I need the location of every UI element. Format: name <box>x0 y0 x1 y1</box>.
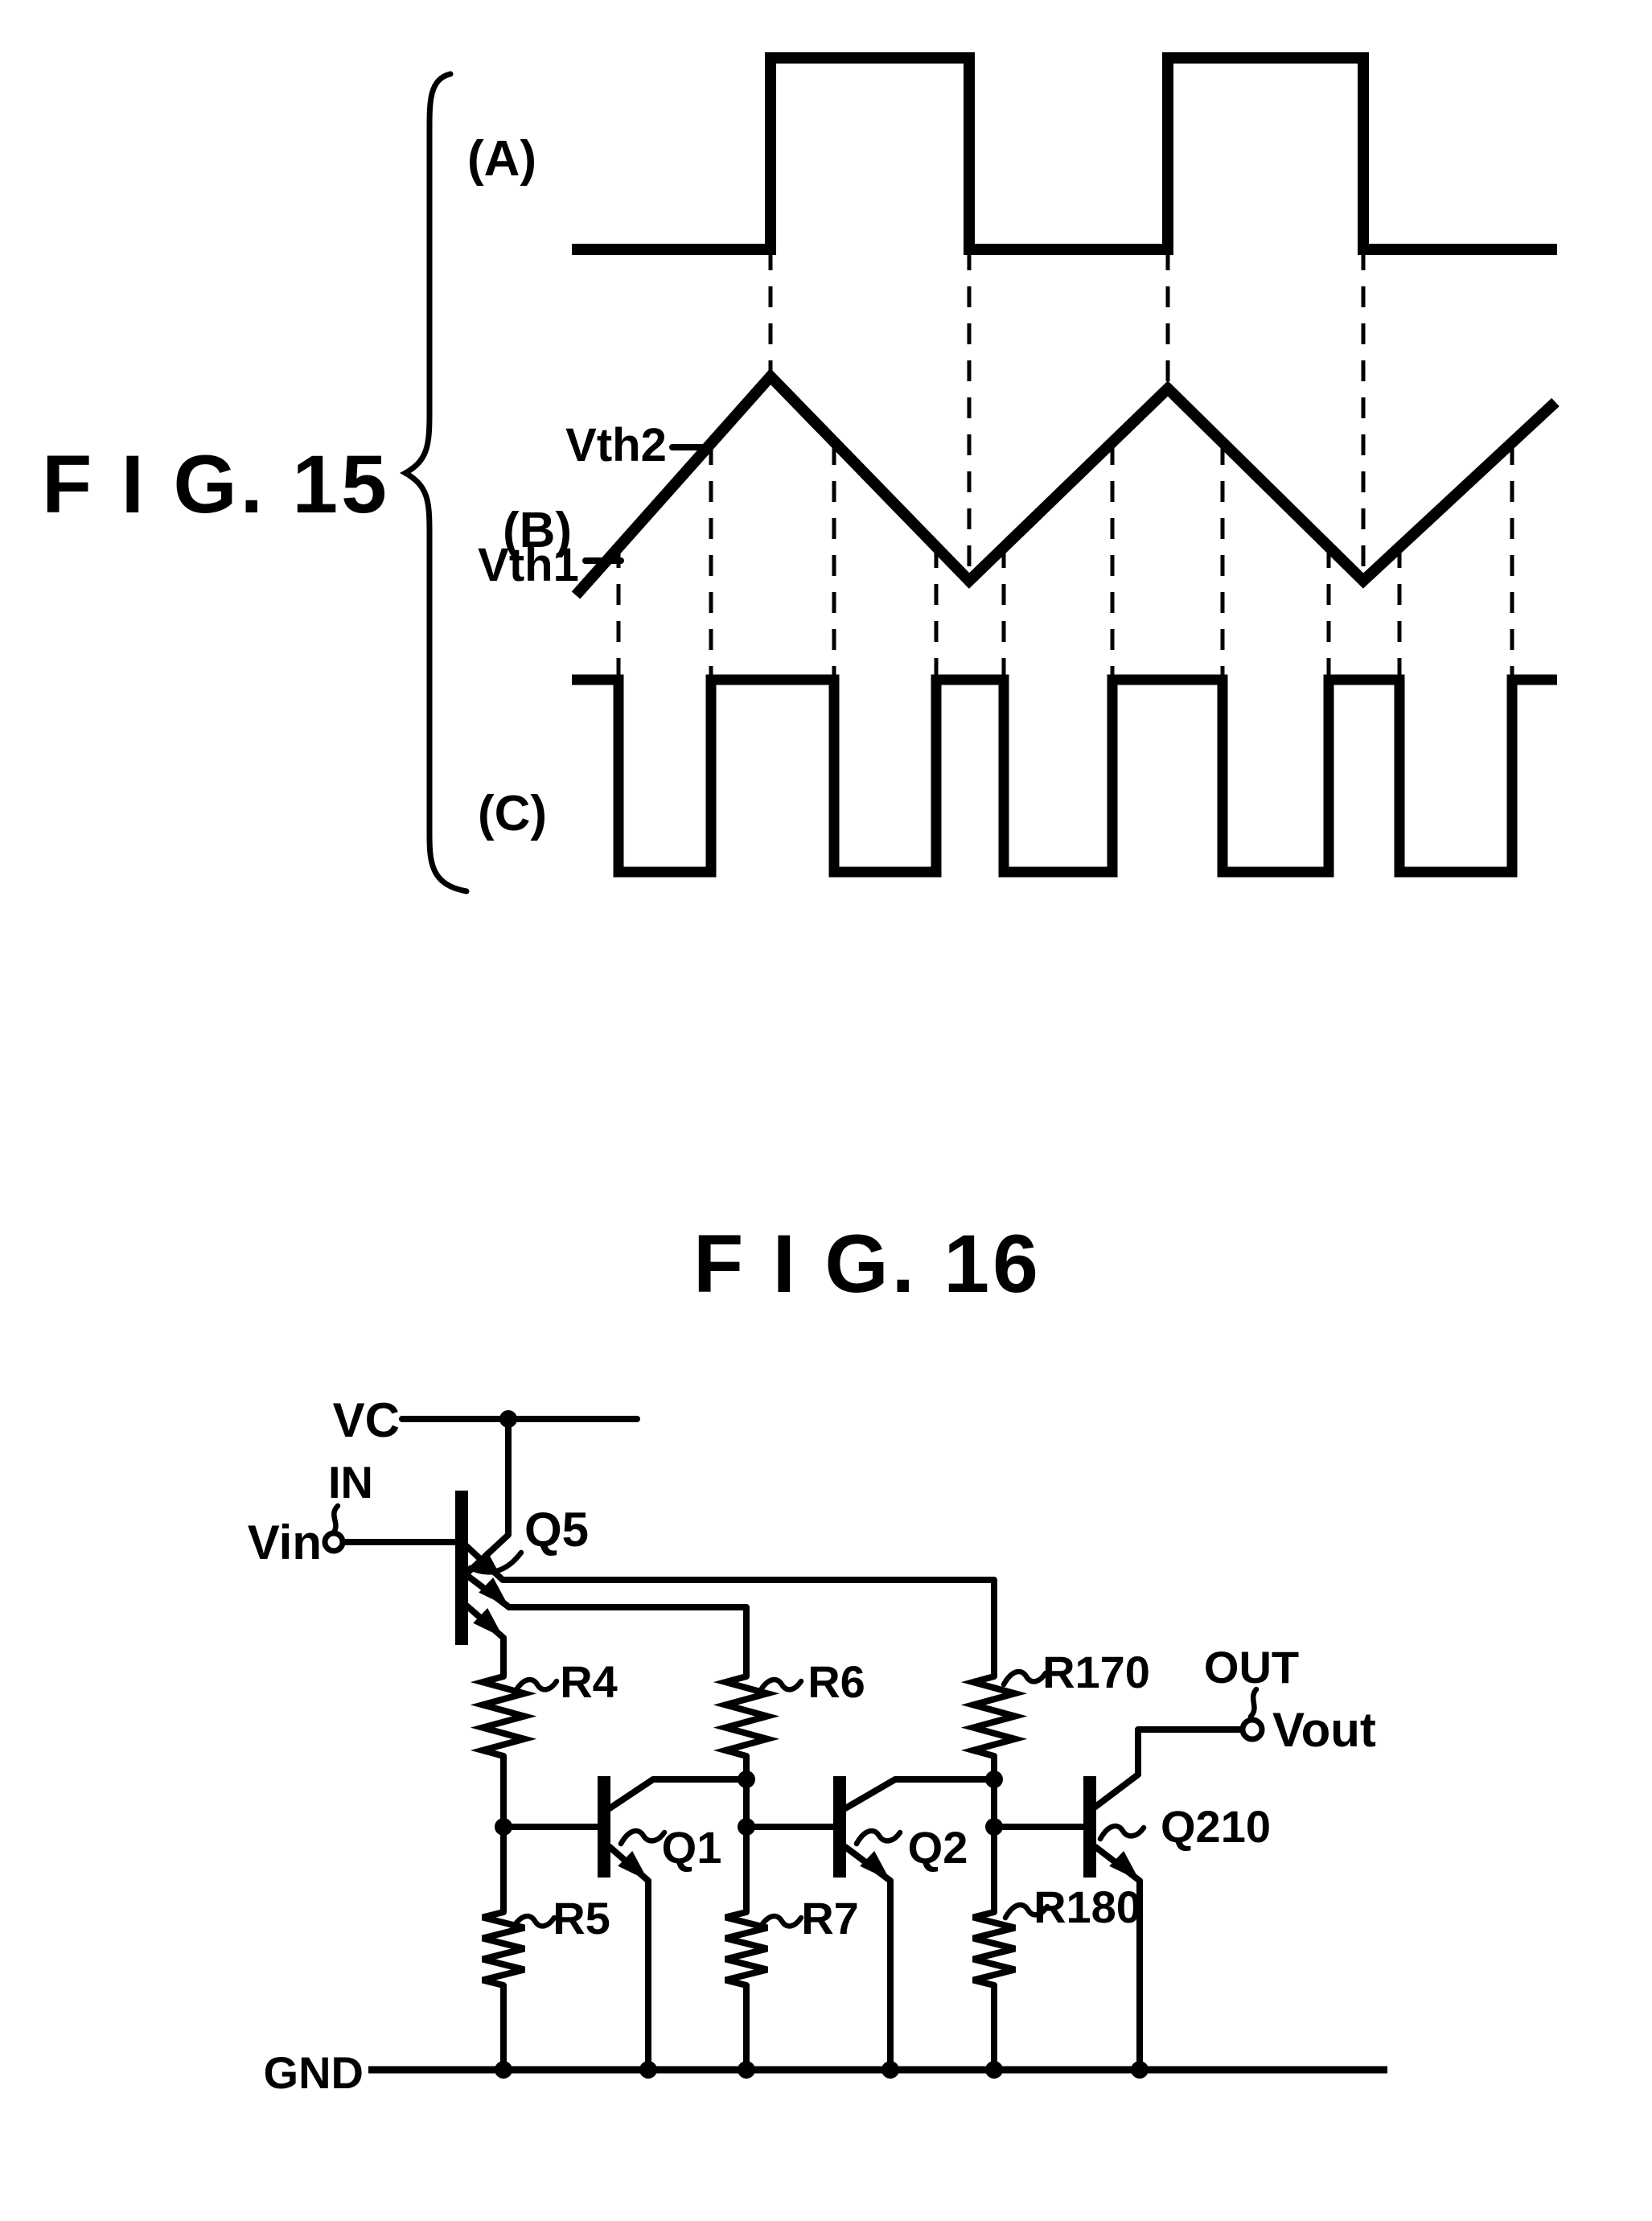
r180-leader-squiggle <box>1002 1902 1050 1921</box>
vin-label: Vin <box>248 1516 322 1569</box>
r7-label: R7 <box>801 1893 859 1943</box>
gnd-label: GND <box>264 2047 364 2098</box>
vth2-label: Vth2 <box>565 419 667 471</box>
junction-dot <box>738 2061 755 2079</box>
q1-label: Q1 <box>662 1822 722 1873</box>
q2-label: Q2 <box>908 1822 968 1873</box>
resistor-r5 <box>482 1909 525 1989</box>
emitter-arrowhead <box>479 1577 509 1607</box>
vout-terminal-circle <box>1239 1717 1265 1742</box>
resistor-r170 <box>960 1673 1028 1759</box>
q1-leader-squiggle <box>618 1828 668 1847</box>
resistor-r4 <box>470 1673 537 1759</box>
junction-dot <box>738 1818 755 1836</box>
vth1-label: Vth1 <box>478 539 579 591</box>
junction-dot <box>639 2061 657 2079</box>
in-leader-squiggle <box>330 1503 341 1536</box>
q210-label: Q210 <box>1161 1801 1271 1852</box>
junction-dot <box>495 1818 512 1836</box>
fig16-title: F I G. 16 <box>693 1218 1042 1310</box>
waveform-b-triangle-wave <box>571 368 1560 599</box>
junction-dots <box>495 1410 1149 2079</box>
q5-label: Q5 <box>524 1503 589 1557</box>
r6-label: R6 <box>808 1656 865 1707</box>
resistor-r7 <box>725 1909 768 1989</box>
r5-leader-squiggle <box>509 1913 557 1932</box>
out-leader-squiggle <box>1247 1686 1260 1720</box>
waveform-c-output-wave <box>572 674 1557 878</box>
r170-leader-squiggle <box>1001 1668 1049 1688</box>
q2-emitter-wire <box>842 1844 894 2073</box>
vc-label: VC <box>333 1393 400 1447</box>
fig15-timing-diagram: F I G. 15 (A) (B) (C) Vth2 Vth1 <box>42 52 1560 895</box>
junction-dot <box>495 2061 512 2079</box>
trace-a-label: (A) <box>467 131 536 187</box>
junction-dot <box>499 1410 517 1428</box>
r5-label: R5 <box>553 1893 610 1943</box>
trace-b-label: (B) <box>503 503 572 558</box>
r4-label: R4 <box>560 1656 618 1707</box>
q2-collector-wire <box>842 1776 997 1812</box>
resistor-r6 <box>713 1673 780 1759</box>
junction-dot <box>881 2061 899 2079</box>
trace-c-label: (C) <box>478 786 547 841</box>
q1-collector-wire <box>606 1776 750 1812</box>
vout-label: Vout <box>1272 1703 1376 1757</box>
in-label: IN <box>328 1457 373 1507</box>
r180-label: R180 <box>1034 1882 1141 1932</box>
r170-label: R170 <box>1042 1647 1150 1697</box>
emitter-arrowheads <box>472 1550 1140 1881</box>
dashed-alignment-guides <box>616 249 1514 680</box>
r6-leader-squiggle <box>756 1676 804 1696</box>
q2-leader-squiggle <box>853 1828 903 1847</box>
q210-leader-squiggle <box>1097 1823 1147 1842</box>
resistor-r180 <box>972 1909 1016 1989</box>
waveform-a-square-wave <box>572 52 1557 255</box>
q5-emitter1-wire <box>463 1543 997 1680</box>
resistor-symbols <box>470 1673 1028 1989</box>
junction-dot <box>985 1818 1003 1836</box>
fig15-brace <box>399 71 470 895</box>
emitter-arrowhead <box>472 1550 503 1580</box>
junction-dot <box>985 2061 1003 2079</box>
emitter-arrowhead <box>618 1851 648 1881</box>
r7-leader-squiggle <box>756 1913 804 1932</box>
out-label: OUT <box>1204 1642 1299 1692</box>
junction-dot <box>738 1771 755 1788</box>
emitter-arrowhead <box>860 1851 890 1881</box>
q1-emitter-wire <box>606 1844 651 2073</box>
fig15-title: F I G. 15 <box>42 438 390 530</box>
junction-dot <box>985 1771 1003 1788</box>
q210-collector-wire <box>1092 1726 1244 1810</box>
junction-dot <box>1131 2061 1149 2079</box>
q210-emitter-wire <box>1092 1844 1143 2073</box>
emitter-arrowhead <box>1109 1851 1140 1881</box>
vin-terminal-circle <box>322 1530 346 1554</box>
emitter-arrowhead <box>473 1608 503 1638</box>
r4-leader-squiggle <box>512 1676 560 1696</box>
fig16-circuit-schematic: F I G. 16 VC IN Vin Q5 Q1 Q2 <box>248 1218 1387 2098</box>
